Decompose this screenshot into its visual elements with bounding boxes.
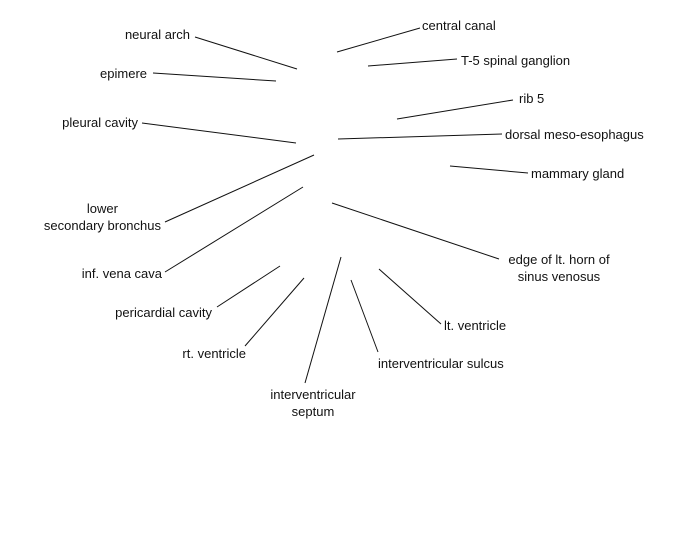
leader-line-dorsal-meso — [337, 133, 503, 140]
label-interventricular-sulcus: interventricular sulcus — [378, 356, 504, 371]
leader-line-lt-ventricle — [378, 268, 442, 325]
label-lower-secondary-bronchus: lower secondary bronchus — [44, 200, 161, 234]
label-interventricular-septum-line-1: interventricular — [270, 387, 356, 402]
label-lower-secondary-bronchus-line-2: secondary bronchus — [43, 218, 161, 233]
label-lt-ventricle: lt. ventricle — [444, 318, 507, 333]
leader-line-rib5 — [396, 99, 514, 120]
leader-line-pleural-cavity — [141, 122, 297, 144]
label-interventricular-septum-line-2: septum — [291, 404, 335, 419]
label-epimere: epimere — [100, 66, 147, 81]
leader-line-t5-ganglion — [367, 58, 458, 67]
label-edge-of-lt-horn: edge of lt. horn of sinus venosus — [486, 251, 632, 285]
label-neural-arch: neural arch — [124, 27, 190, 42]
leader-line-iv-sulcus — [350, 279, 379, 353]
label-t5-spinal-ganglion: T-5 spinal ganglion — [461, 53, 571, 68]
label-pleural-cavity: pleural cavity — [62, 115, 138, 130]
leader-line-edge-horn — [331, 202, 500, 260]
label-edge-of-lt-horn-line-1: edge of lt. horn of — [508, 252, 610, 267]
leader-line-iv-septum — [304, 256, 342, 384]
leader-line-pericardial-cavity — [216, 265, 281, 308]
leader-line-lower-bronchus — [164, 154, 315, 223]
label-mammary-gland: mammary gland — [531, 166, 625, 181]
leader-line-neural-arch — [194, 36, 298, 70]
label-lower-secondary-bronchus-line-1: lower — [86, 201, 118, 216]
label-rt-ventricle: rt. ventricle — [182, 346, 246, 361]
leader-line-inf-vena-cava — [164, 186, 304, 273]
leader-line-rt-ventricle — [244, 277, 305, 347]
label-edge-of-lt-horn-line-2: sinus venosus — [517, 269, 601, 284]
leader-line-central-canal — [336, 27, 421, 53]
label-pericardial-cavity: pericardial cavity — [115, 305, 212, 320]
leader-line-mammary-gland — [449, 165, 529, 174]
label-dorsal-meso-esophagus: dorsal meso-esophagus — [505, 127, 644, 142]
label-inf-vena-cava: inf. vena cava — [81, 266, 162, 281]
leader-line-epimere — [152, 72, 277, 82]
label-central-canal: central canal — [422, 18, 496, 33]
label-rib-5: rib 5 — [519, 91, 545, 106]
label-interventricular-septum: interventricular septum — [252, 386, 374, 420]
